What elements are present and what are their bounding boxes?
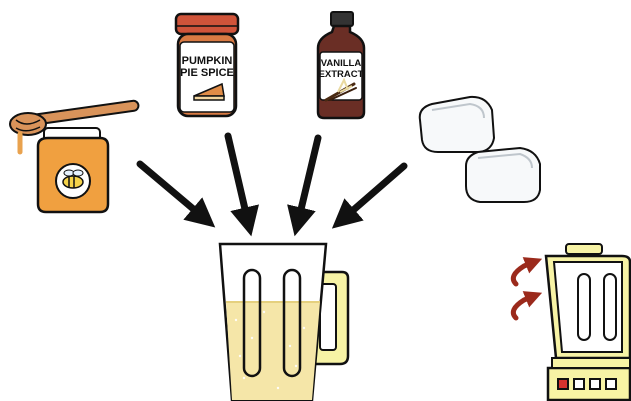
arrow-ice [343, 166, 404, 219]
spice-jar-icon: PUMPKIN PIE SPICE [176, 14, 238, 116]
pitcher-icon [220, 244, 348, 400]
ice-cubes-icon [420, 97, 540, 202]
spice-label-line2: PIE SPICE [180, 67, 234, 79]
spice-label-line1: PUMPKIN [182, 55, 233, 67]
arrow-vanilla [298, 138, 318, 222]
arrow-honey [140, 164, 204, 218]
honey-jar-icon [10, 100, 139, 212]
blender-icon [513, 244, 630, 400]
arrow-spice [228, 136, 248, 222]
ingredient-arrows [140, 136, 404, 222]
vanilla-bottle-icon: VANILLA EXTRACT [318, 12, 364, 118]
vanilla-label-line2: EXTRACT [319, 69, 364, 80]
vanilla-label-line1: VANILLA [321, 58, 362, 69]
